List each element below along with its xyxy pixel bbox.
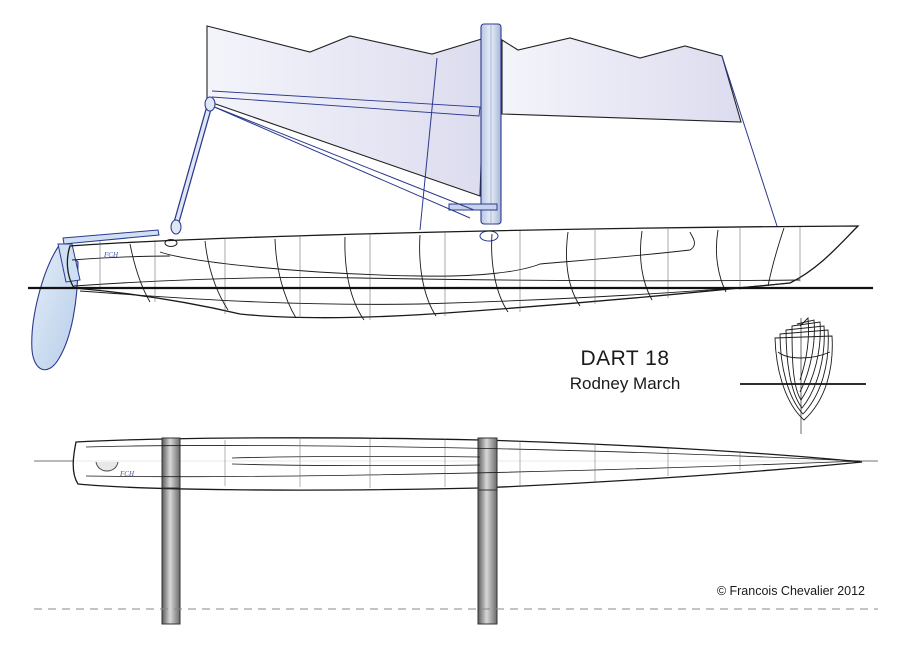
hull-plan-view bbox=[34, 437, 878, 625]
boat-model-title: DART 18 bbox=[580, 347, 670, 370]
sail-batten bbox=[211, 90, 481, 117]
rudder bbox=[31, 229, 160, 371]
backstay bbox=[721, 55, 778, 227]
mainsheet bbox=[211, 105, 471, 219]
designer-name: Rodney March bbox=[569, 374, 681, 393]
rigging bbox=[211, 55, 778, 231]
sail-plan bbox=[206, 25, 742, 197]
designer-mark-plan: FCH bbox=[119, 470, 135, 478]
tiller bbox=[62, 229, 160, 245]
mainsail bbox=[206, 25, 486, 197]
hull-side-elevation bbox=[66, 225, 860, 321]
designer-mark-side: FCH bbox=[103, 251, 119, 259]
bumpkin-strut bbox=[164, 96, 216, 247]
forestay bbox=[419, 57, 438, 231]
title-block: DART 18 Rodney March bbox=[540, 346, 710, 396]
cockpit-outline bbox=[95, 461, 119, 472]
mast bbox=[448, 23, 502, 242]
headsail bbox=[501, 37, 742, 123]
body-plan bbox=[740, 317, 866, 434]
mast-step bbox=[479, 230, 499, 242]
copyright-notice: © Francois Chevalier 2012 bbox=[716, 584, 865, 598]
